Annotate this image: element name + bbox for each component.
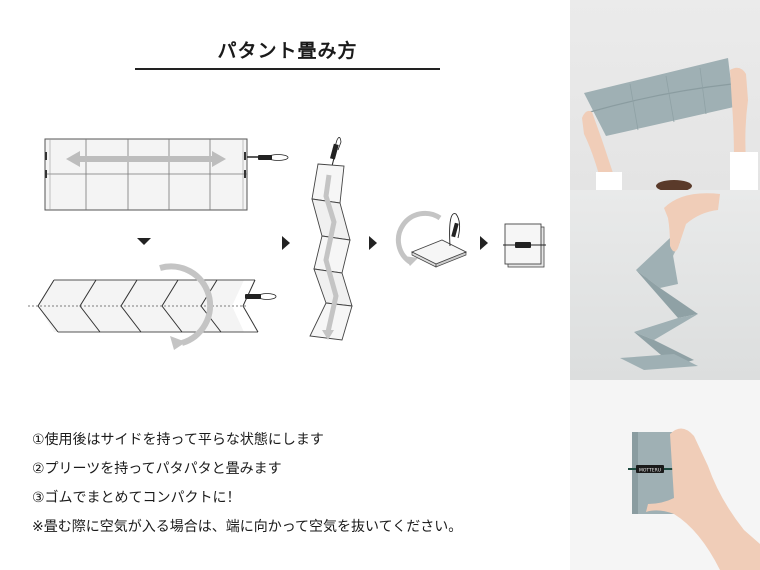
arrow-right-icon	[369, 236, 377, 250]
photo-flat-bag	[570, 0, 760, 190]
rotate-arrow-icon	[159, 263, 214, 346]
chevron-strip-illustration	[28, 263, 277, 350]
title-divider	[135, 68, 440, 70]
compact-bag-illustration	[503, 223, 546, 268]
arrow-right-icon	[480, 236, 488, 250]
step-1-text: ①使用後はサイドを持って平らな状態にします	[32, 432, 324, 448]
step-3-text: ③ゴムでまとめてコンパクトに！	[32, 490, 241, 506]
note-text: ※畳む際に空気が入る場合は、端に向かって空気を抜いてください。	[32, 519, 463, 535]
photo-compact-bag: MOTTERU	[570, 380, 760, 570]
page-title: パタント畳み方	[217, 40, 358, 62]
folded-square-illustration	[395, 210, 468, 268]
photo-zigzag-fold	[570, 190, 760, 380]
brand-label: MOTTERU	[639, 468, 661, 474]
instruction-panel: パタント畳み方	[28, 40, 562, 542]
instruction-steps: ①使用後はサイドを持って平らな状態にします ②プリーツを持ってパタパタと畳みます…	[32, 426, 562, 542]
rotate-arrow-icon	[395, 210, 442, 265]
photo-column: MOTTERU	[570, 0, 760, 570]
folding-diagram	[28, 137, 546, 350]
double-arrow-icon	[66, 151, 226, 167]
arrow-right-icon	[282, 236, 290, 250]
step-2-text: ②プリーツを持ってパタパタと畳みます	[32, 461, 282, 477]
arrow-down-icon	[137, 238, 151, 245]
flat-bag-illustration	[44, 138, 289, 211]
zigzag-illustration	[309, 137, 353, 341]
